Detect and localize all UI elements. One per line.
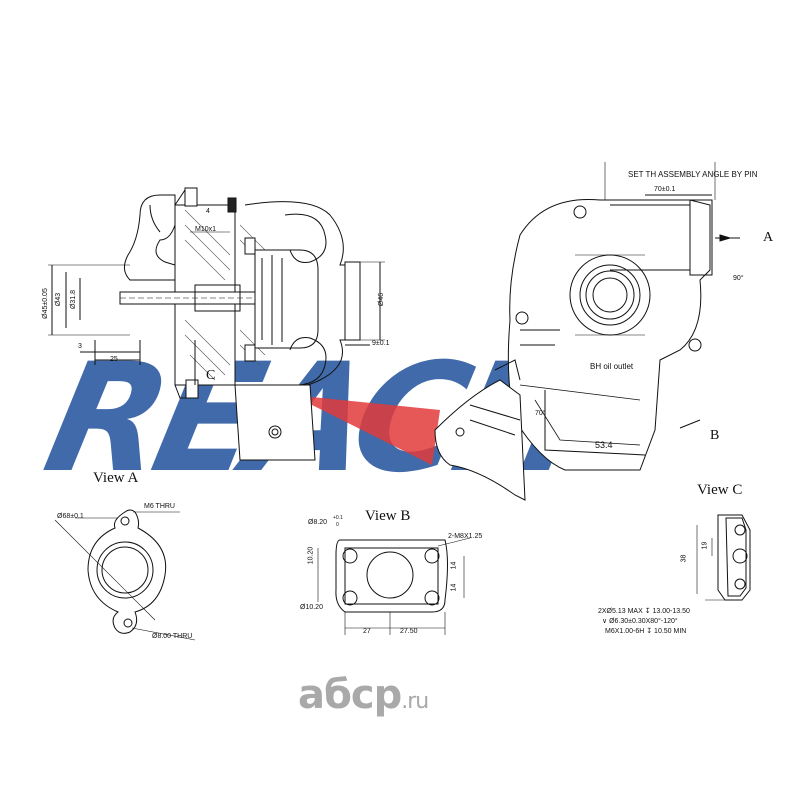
vb-14b: 14 bbox=[450, 583, 458, 592]
arrow-c-label: C bbox=[206, 368, 216, 383]
dim-53: 53.4 bbox=[595, 440, 613, 450]
dim-70deg: 70° bbox=[535, 410, 546, 417]
oil-outlet-note: BH oil outlet bbox=[590, 362, 634, 371]
arrow-b-label: B bbox=[710, 428, 720, 443]
logo-domain: .ru bbox=[401, 689, 429, 714]
vc-note-1: 2XØ5.13 MAX ↧ 13.00-13.50 bbox=[598, 608, 690, 615]
va-m6: M6 THRU bbox=[144, 503, 175, 510]
dim-d45: Ø45±0.05 bbox=[41, 288, 49, 319]
arrow-a-label: A bbox=[763, 230, 774, 245]
dim-90: 90° bbox=[733, 275, 744, 282]
view-c-title: View C bbox=[697, 482, 743, 498]
vc-38: 38 bbox=[680, 554, 688, 563]
dim-d31: Ø31.8 bbox=[70, 289, 78, 310]
dim-d43: Ø43 bbox=[55, 292, 63, 307]
view-pointer-triangle bbox=[292, 395, 440, 465]
dim-70: 70±0.1 bbox=[654, 186, 676, 193]
vc-note-2: ∨ Ø6.30±0.30X80°-120° bbox=[602, 618, 678, 625]
view-a bbox=[54, 509, 196, 641]
dim-3: 3 bbox=[78, 343, 82, 350]
view-a-title: View A bbox=[93, 470, 139, 486]
vb-2750: 27.50 bbox=[400, 628, 418, 635]
turbo-cross-section bbox=[48, 187, 385, 461]
vb-1020: 10.20 bbox=[307, 546, 315, 565]
dim-25: 25 bbox=[110, 356, 118, 363]
view-b bbox=[317, 537, 471, 635]
vb-m8: 2-M8X1.25 bbox=[448, 533, 483, 540]
abcp-logo: абср.ru bbox=[298, 672, 429, 718]
dim-d46: Ø46 bbox=[378, 292, 386, 307]
view-b-title: View B bbox=[365, 508, 411, 524]
vc-19: 19 bbox=[701, 541, 709, 550]
vb-d820: Ø8.20 bbox=[308, 519, 328, 526]
dim-9: 9±0.1 bbox=[372, 340, 390, 347]
dim-m10: M10x1 bbox=[195, 226, 217, 233]
pin-note: SET TH ASSEMBLY ANGLE BY PIN bbox=[628, 170, 758, 179]
turbo-elevation bbox=[434, 162, 740, 501]
va-d68: Ø68±0.1 bbox=[57, 513, 84, 520]
vb-27: 27 bbox=[363, 628, 371, 635]
logo-main: абср bbox=[298, 672, 402, 718]
vb-tol2: 0 bbox=[336, 522, 339, 528]
dim-4: 4 bbox=[206, 208, 210, 215]
va-d8: Ø8.00 THRU bbox=[152, 633, 193, 640]
vc-note-3: M6X1.00-6H ↧ 10.50 MIN bbox=[605, 628, 687, 635]
vb-tol1: +0.1 bbox=[333, 515, 343, 521]
view-c bbox=[696, 514, 751, 601]
vb-14a: 14 bbox=[450, 561, 458, 570]
vb-d1020: Ø10.20 bbox=[300, 604, 323, 611]
